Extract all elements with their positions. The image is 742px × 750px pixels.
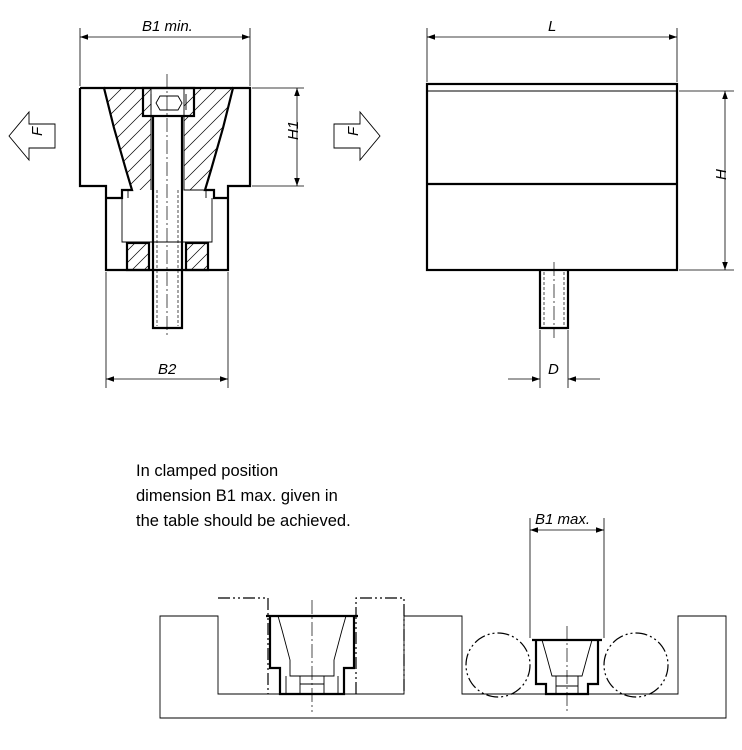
body-outline [78, 86, 252, 272]
side-body [425, 82, 679, 272]
round-stock-right [603, 632, 669, 698]
label-h1: H1 [285, 121, 302, 140]
clamp-example-left [218, 597, 405, 712]
nut-left [125, 241, 151, 272]
side-dimensions [426, 28, 734, 388]
side-view [425, 82, 679, 338]
nut-left-hatch [127, 243, 149, 270]
label-force-left: F [29, 126, 46, 136]
front-dimensions [79, 28, 304, 388]
force-arrow-right: F [333, 110, 381, 162]
note-line-3: the table should be achieved. [136, 512, 351, 530]
side-screw-thread [543, 272, 565, 326]
label-l: L [548, 18, 556, 35]
label-b2: B2 [158, 361, 177, 378]
nut-right-hatch [186, 243, 208, 270]
note-line-1: In clamped position [136, 462, 279, 480]
force-arrow-left: F [8, 110, 56, 162]
screw-thread [156, 190, 179, 326]
base-outline [159, 615, 727, 719]
clamping-note: In clamped position dimension B1 max. gi… [136, 459, 396, 534]
label-h: H [713, 169, 730, 180]
hatch-left [104, 88, 151, 190]
screw-shaft [151, 116, 184, 330]
fixture-base [159, 615, 727, 719]
hex-socket [150, 94, 187, 111]
screw-head [141, 86, 196, 118]
label-b1-max: B1 max. [535, 511, 590, 528]
label-b1-min: B1 min. [142, 18, 193, 35]
round-stock-left [465, 632, 531, 698]
nut-right [184, 241, 210, 272]
label-d: D [548, 361, 559, 378]
clamp-example-right [465, 518, 669, 712]
phantom-jaws [218, 597, 405, 694]
clamp-right-screw [555, 676, 579, 694]
front-view [78, 74, 252, 338]
note-line-2: dimension B1 max. given in [136, 487, 338, 505]
label-force-right: F [345, 126, 362, 136]
clamp-left-screw [285, 676, 339, 694]
